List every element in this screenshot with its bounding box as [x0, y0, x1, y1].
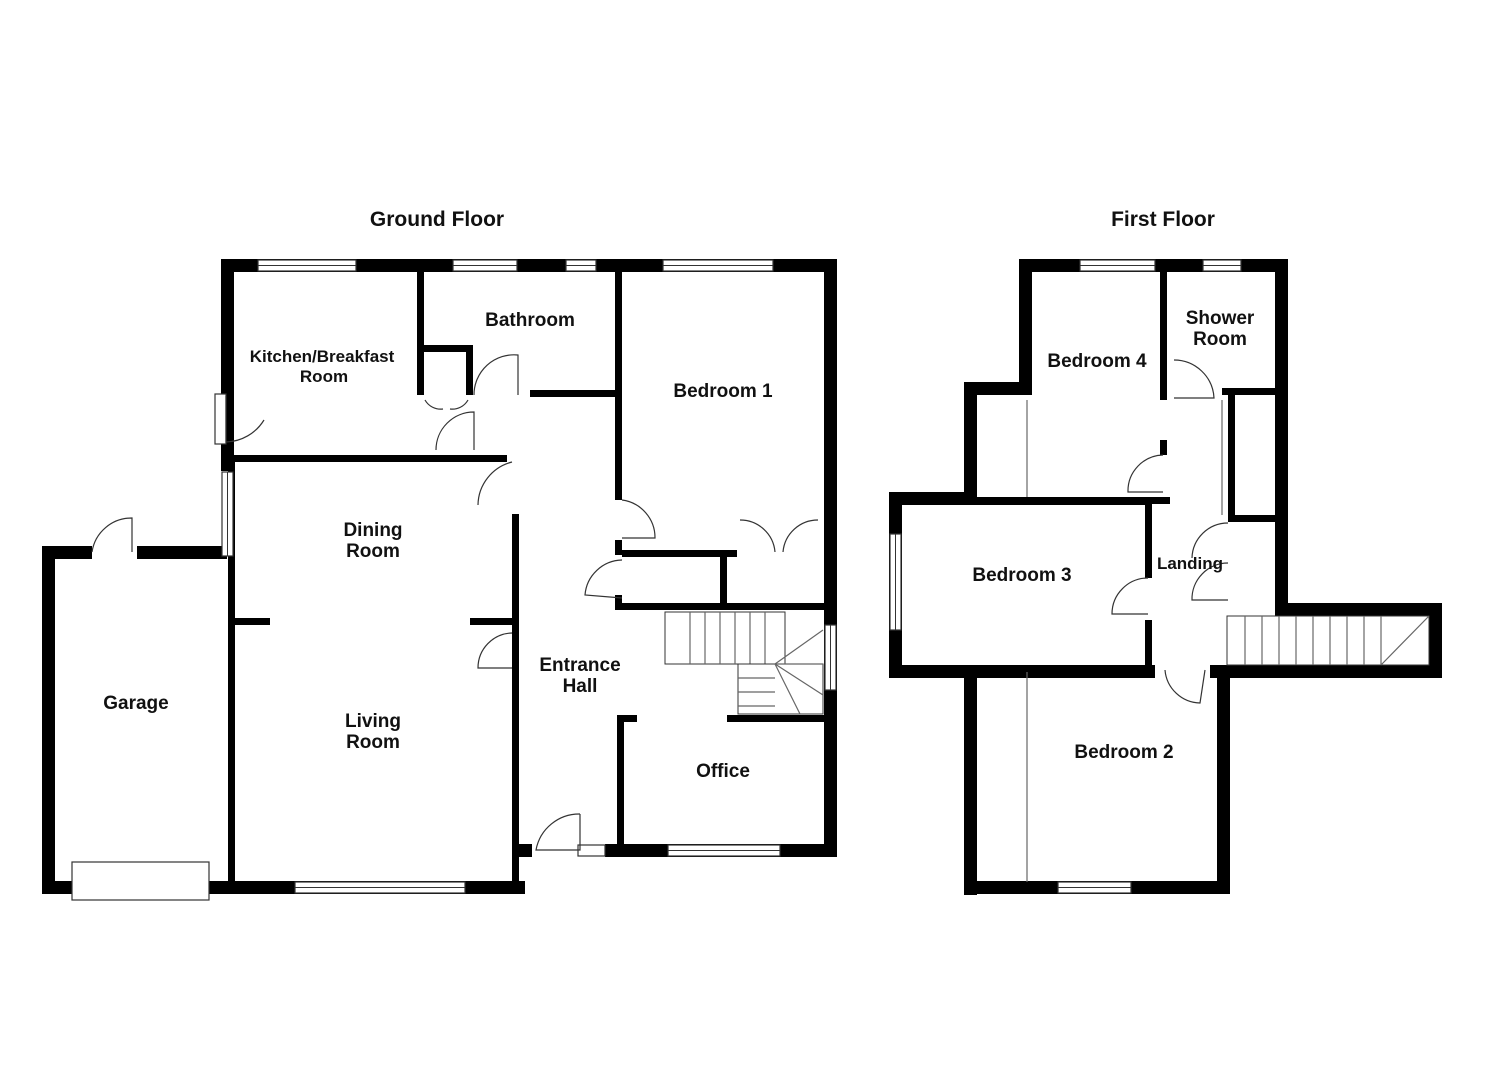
- ground-floor-stairs: [664, 611, 824, 715]
- entrance-hall-label-line1: Entrance: [539, 655, 620, 676]
- first-floor-labels: Shower Room Bedroom 4 Bedroom 3 Landing …: [972, 308, 1255, 763]
- ground-floor-title: Ground Floor: [370, 208, 504, 231]
- shower-room-label-line1: Shower: [1186, 308, 1255, 329]
- ground-floor-walls: [42, 259, 837, 894]
- ground-floor-doors: [91, 354, 819, 851]
- first-floor-stairs: [1226, 615, 1430, 666]
- ground-floor: Ground Floor: [42, 208, 837, 901]
- bedroom1-label: Bedroom 1: [673, 381, 773, 402]
- ground-floor-windows: [71, 259, 837, 901]
- bedroom2-label: Bedroom 2: [1074, 742, 1173, 763]
- first-floor-doors: [1026, 359, 1229, 882]
- kitchen-label-line2: Room: [300, 367, 348, 386]
- bathroom-label: Bathroom: [485, 310, 575, 331]
- landing-label: Landing: [1157, 554, 1223, 573]
- shower-room-label-line2: Room: [1193, 329, 1247, 350]
- first-floor-windows: [889, 259, 1242, 894]
- living-label-line2: Room: [346, 732, 400, 753]
- dining-label-line2: Room: [346, 541, 400, 562]
- bedroom4-label: Bedroom 4: [1047, 351, 1147, 372]
- first-floor: First Floor: [889, 208, 1442, 895]
- entrance-hall-label-line2: Hall: [563, 676, 598, 697]
- ground-floor-labels: Kitchen/Breakfast Room Bathroom Bedroom …: [103, 310, 773, 782]
- bedroom3-label: Bedroom 3: [972, 565, 1071, 586]
- kitchen-label-line1: Kitchen/Breakfast: [250, 347, 395, 366]
- dining-label-line1: Dining: [343, 520, 402, 541]
- first-floor-title: First Floor: [1111, 208, 1215, 231]
- living-label-line1: Living: [345, 711, 401, 732]
- garage-label: Garage: [103, 693, 168, 714]
- office-label: Office: [696, 761, 750, 782]
